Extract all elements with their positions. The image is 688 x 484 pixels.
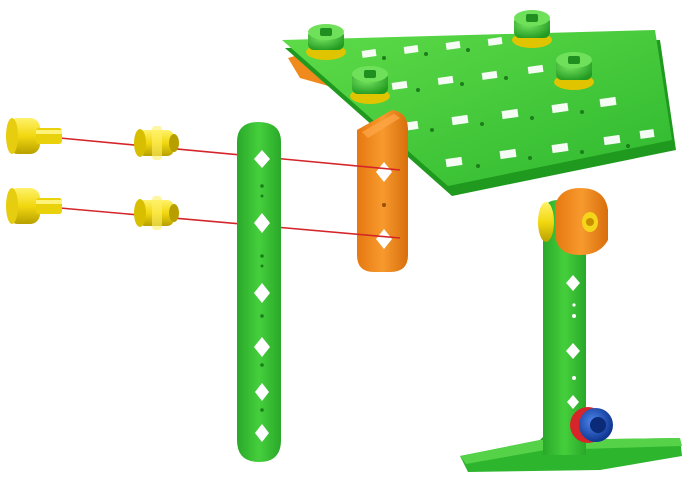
yellow-screw-bottom (6, 188, 62, 224)
orange-bracket (357, 110, 408, 272)
plate-screw-3 (350, 66, 390, 104)
yellow-nut-bottom (134, 196, 179, 230)
plate-screw-4 (554, 52, 594, 90)
green-loose-strip (237, 122, 281, 462)
plate-screw-2 (512, 10, 552, 48)
assembly-guide-lines (60, 138, 400, 238)
yellow-screw-top (6, 118, 62, 154)
yellow-nut-top (134, 126, 179, 160)
blue-bolt (570, 407, 613, 443)
plate-screw-1 (306, 24, 346, 60)
